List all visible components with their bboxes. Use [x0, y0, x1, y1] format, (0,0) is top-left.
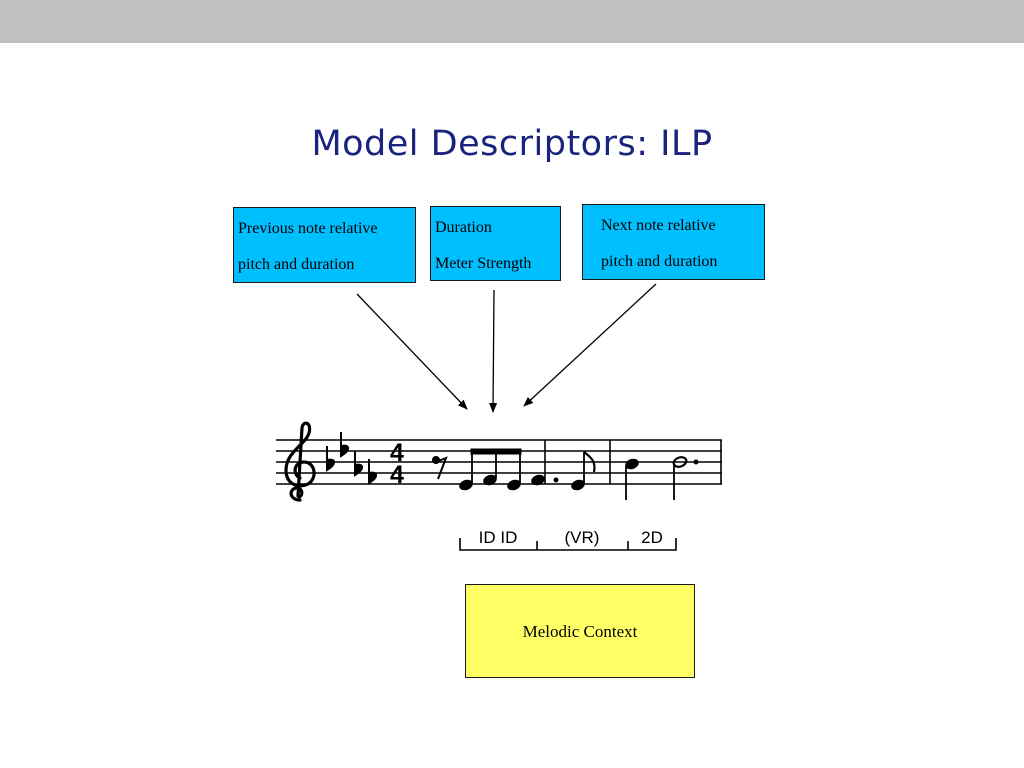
eighth-rest-icon	[432, 456, 448, 480]
next-note-line-1: Next note relative	[601, 217, 716, 234]
slide-title: Model Descriptors: ILP	[311, 124, 713, 164]
key-signature-flats	[326, 432, 378, 485]
next-note-box: Next note relative pitch and duration	[582, 204, 765, 280]
time-signature-bottom: 4	[390, 461, 404, 489]
beamed-eighth-notes	[459, 448, 522, 491]
segment-label-1: ID ID	[479, 528, 518, 547]
melodic-context-box: Melodic Context	[465, 584, 695, 678]
segment-label-3: 2D	[641, 528, 663, 547]
eighth-note	[571, 451, 596, 491]
duration-line-2: Meter Strength	[435, 255, 532, 272]
duration-line-1: Duration	[435, 219, 492, 236]
previous-note-line-2: pitch and duration	[238, 256, 355, 273]
music-staff	[276, 439, 722, 485]
segment-brackets	[459, 538, 677, 551]
segment-label-2: (VR)	[565, 528, 600, 547]
previous-note-box: Previous note relative pitch and duratio…	[233, 207, 416, 283]
dotted-quarter-note	[531, 474, 559, 486]
arrow-duration	[489, 289, 498, 413]
previous-note-line-1: Previous note relative	[238, 220, 378, 237]
treble-clef-icon	[284, 421, 316, 502]
time-signature: 4 4	[390, 439, 404, 489]
duration-box: Duration Meter Strength	[430, 206, 561, 281]
header-band	[0, 0, 1024, 43]
arrow-previous	[356, 293, 468, 410]
quarter-note	[625, 458, 639, 500]
next-note-line-2: pitch and duration	[601, 253, 718, 270]
dotted-half-note	[672, 456, 699, 500]
melodic-context-label: Melodic Context	[522, 622, 638, 641]
time-signature-top: 4	[390, 439, 404, 467]
arrow-next	[523, 283, 657, 407]
